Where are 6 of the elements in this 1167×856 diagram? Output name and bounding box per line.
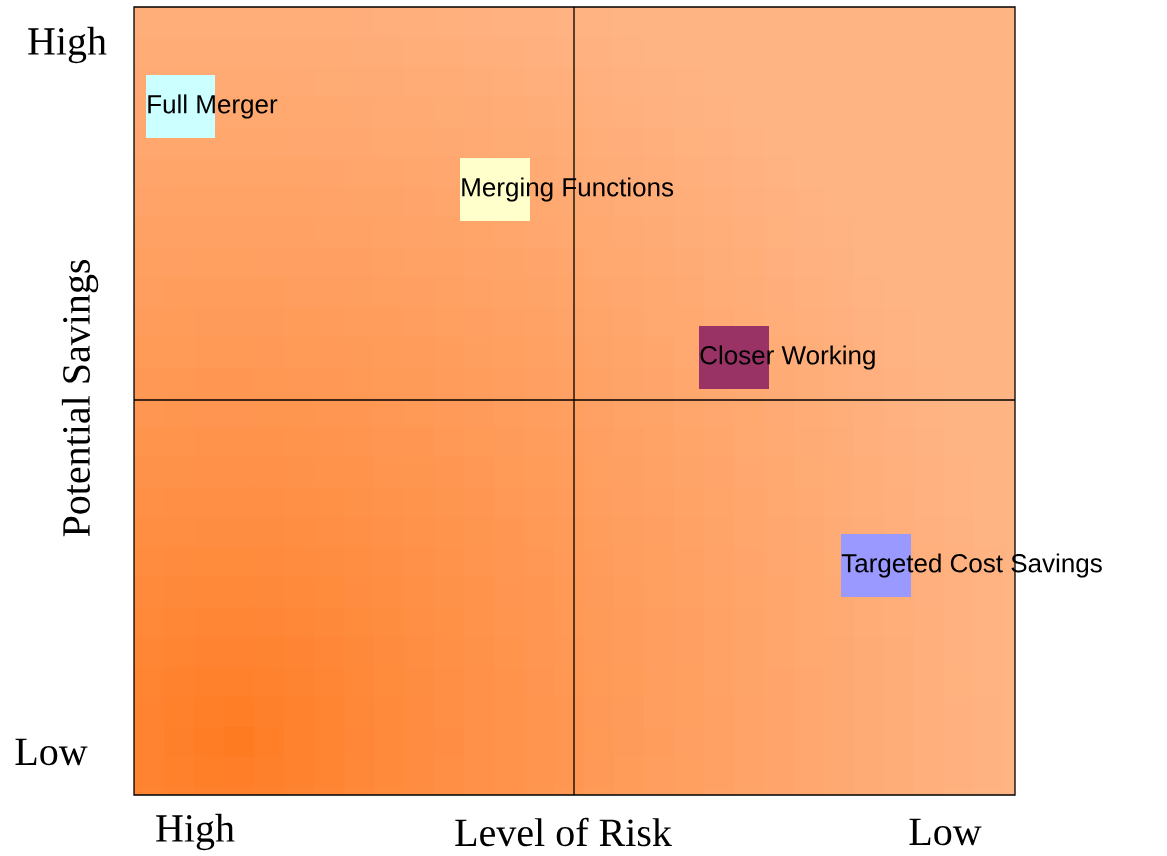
axis-title: Level of Risk bbox=[455, 817, 672, 847]
axis-label: Low bbox=[909, 818, 982, 846]
axis-label: Low bbox=[15, 738, 88, 766]
axis-label: High bbox=[28, 26, 107, 64]
axis-label: High bbox=[156, 813, 235, 851]
axis-title: Potential Savings bbox=[61, 259, 99, 537]
